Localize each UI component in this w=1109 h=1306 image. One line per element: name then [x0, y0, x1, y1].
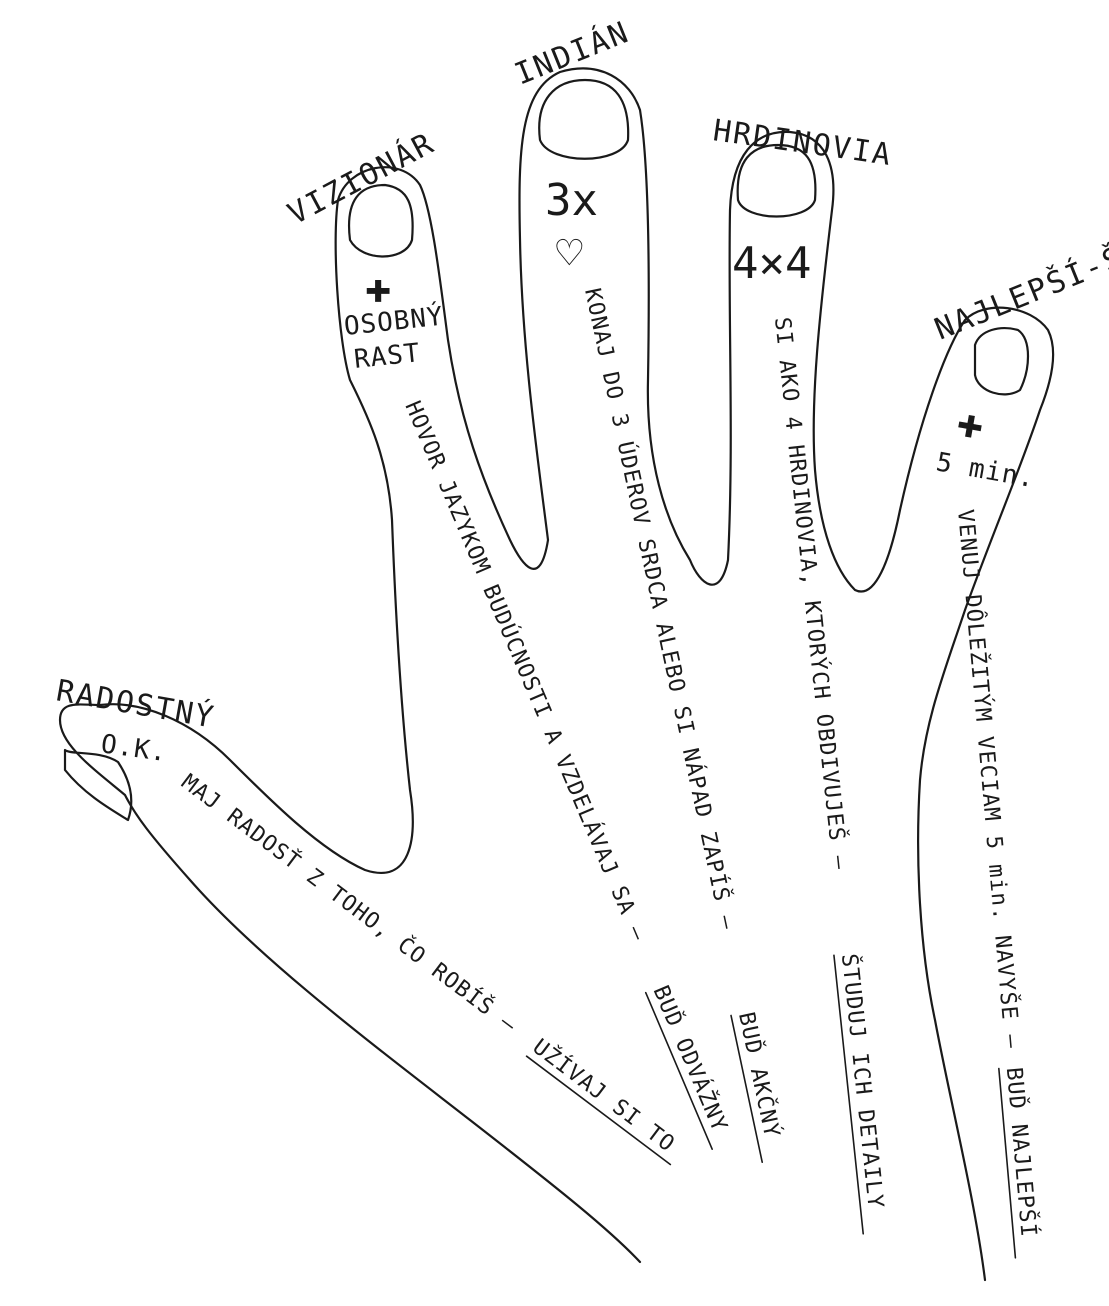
ring-instruction: SI AKO 4 HRDINOVIA, KTORÝCH OBDIVUJEŠ – [769, 316, 853, 871]
hand-outline [58, 67, 1055, 1282]
thumb-name: RADOSTNÝ [54, 672, 218, 735]
heart-icon: ♡ [556, 228, 583, 279]
thumb-action-underline [525, 1055, 672, 1166]
ring-nail-mark: 4×4 [732, 238, 811, 289]
little-action-underline [998, 1067, 1017, 1259]
index-instruction: HOVOR JAZYKOM BUDÚCNOSTI A VZDELÁVAJ SA … [399, 397, 651, 945]
index-nail-text-1: OSOBNÝ [342, 300, 445, 342]
little-plus-icon: ✚ [953, 396, 988, 451]
index-action: BUĎ ODVÁŽNY [648, 982, 733, 1136]
index-nail [347, 183, 414, 258]
index-action-underline [644, 991, 713, 1150]
middle-action-underline [730, 1014, 764, 1164]
ring-action-underline [833, 954, 865, 1235]
index-name: VIZIONÁR [282, 125, 441, 232]
ring-action: ŠTUDUJ ICH DETAILY [836, 952, 889, 1210]
little-nail [973, 327, 1029, 396]
thumb-instruction: MAJ RADOSŤ Z TOHO, ČO ROBÍŠ – [176, 769, 522, 1038]
little-instruction: VENUJ DÔLEŽITÝM VECIAM 5 min. NAVYŠE – [952, 508, 1025, 1050]
middle-nail [538, 78, 630, 160]
little-nail-text-1: 5 min. [934, 447, 1038, 494]
middle-nail-mark: 3x [545, 175, 598, 226]
little-instruction-line: VENUJ DÔLEŽITÝM VECIAM 5 min. NAVYŠE – B… [952, 508, 1042, 1259]
middle-action: BUĎ AKČNÝ [733, 1010, 785, 1141]
thumb-nail-mark: O.K. [99, 729, 169, 768]
thumb-action: UŽÍVAJ SI TO [528, 1034, 680, 1158]
index-plus-icon: ✚ [365, 262, 392, 313]
thumb-instruction-line: MAJ RADOSŤ Z TOHO, ČO ROBÍŠ – UŽÍVAJ SI … [176, 769, 680, 1166]
ring-instruction-line: SI AKO 4 HRDINOVIA, KTORÝCH OBDIVUJEŠ – … [769, 316, 889, 1235]
ring-nail [736, 143, 817, 218]
index-nail-text-2: RAST [353, 338, 422, 375]
thumb-nail [63, 748, 133, 822]
